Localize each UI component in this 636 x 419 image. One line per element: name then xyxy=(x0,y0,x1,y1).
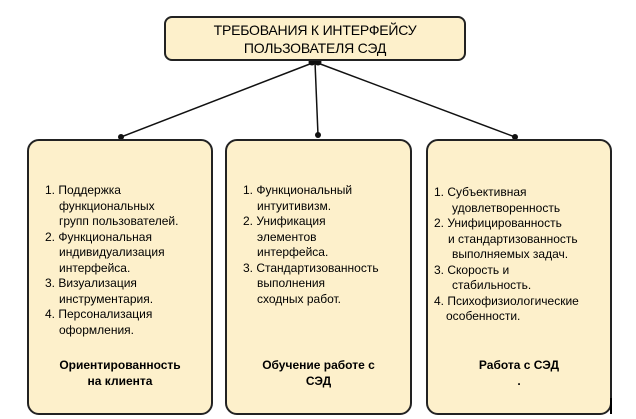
card-client-orientation: 1. Поддержка функциональных групп пользо… xyxy=(27,139,213,415)
list-item: стабильность. xyxy=(452,278,532,292)
list-item: функциональных xyxy=(59,198,155,213)
list-item: 3. Скорость и xyxy=(434,262,510,277)
list-item: элементов xyxy=(257,229,317,244)
connector-left xyxy=(120,61,316,138)
list-item: 2. Функциональная xyxy=(45,229,152,244)
list-item: индивидуализация xyxy=(59,245,165,259)
root-title-line1: ТРЕБОВАНИЯ К ИНТЕРФЕЙСУ xyxy=(213,22,417,38)
list-item: 1. Субъективная xyxy=(434,185,527,199)
list-item: 4. Персонализация xyxy=(45,307,153,321)
endpoint-dot xyxy=(118,134,124,140)
list-item: особенности. xyxy=(446,309,521,323)
connector-right xyxy=(314,61,516,138)
list-item: 2. Унифицированность xyxy=(434,216,562,230)
card-footer: Работа с СЭД. xyxy=(478,358,560,388)
list-item: выполнения xyxy=(257,276,326,290)
endpoint-dot xyxy=(512,134,518,140)
connector-middle xyxy=(314,61,319,136)
list-item: 4. Психофизиологические xyxy=(434,293,579,308)
list-item: выполняемых задач. xyxy=(452,247,569,261)
card-training: 1. Функциональный интуитивизм. 2. Унифик… xyxy=(225,139,412,415)
list-item: удовлетворенность xyxy=(452,200,561,215)
list-item: групп пользователей. xyxy=(59,214,179,228)
list-item: 3. Стандартизованность xyxy=(243,260,379,275)
list-item: 1. Поддержка xyxy=(45,183,121,197)
list-item: инструментария. xyxy=(59,291,154,306)
endpoint-dot xyxy=(315,132,321,138)
card-work: 1. Субъективная удовлетворенность 2. Уни… xyxy=(426,139,612,415)
list-item: 3. Визуализация xyxy=(45,276,137,290)
list-item: интерфейса. xyxy=(257,245,329,259)
list-item: сходных работ. xyxy=(257,291,341,306)
text-cursor xyxy=(610,398,612,414)
list-item: интуитивизм. xyxy=(257,198,332,213)
root-node: ТРЕБОВАНИЯ К ИНТЕРФЕЙСУ ПОЛЬЗОВАТЕЛЯ СЭД xyxy=(164,16,466,61)
list-item: 1. Функциональный xyxy=(243,183,353,197)
list-item: интерфейса. xyxy=(59,260,131,275)
list-item: 2. Унификация xyxy=(243,214,326,228)
list-item: оформления. xyxy=(59,322,134,337)
list-item: и стандартизованность xyxy=(448,231,578,246)
root-title-line2: ПОЛЬЗОВАТЕЛЯ СЭД xyxy=(243,40,387,56)
